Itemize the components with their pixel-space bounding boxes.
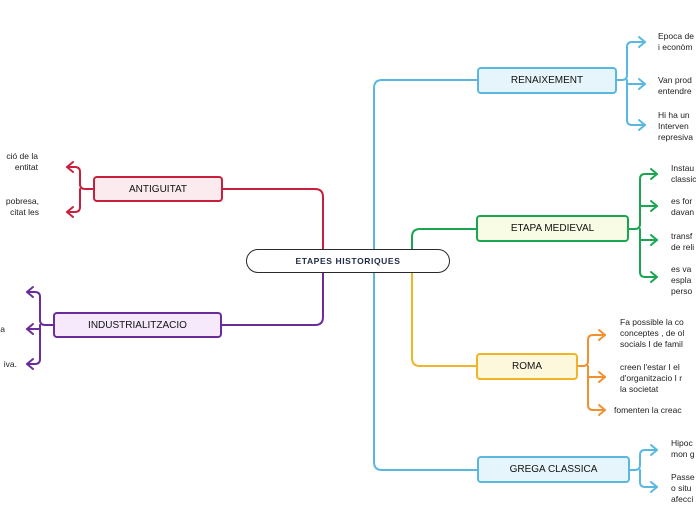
connector-grega <box>373 272 478 471</box>
connector-antiguitat <box>222 188 324 250</box>
subtopic-roma-3[interactable]: fomenten la creac <box>614 405 696 416</box>
leaf-text: Passe <box>671 472 695 482</box>
medieval-leaf-connectors <box>628 168 658 283</box>
leaf-text: d'organitzacio I r <box>620 373 683 383</box>
connector-roma <box>411 272 477 367</box>
subtopic-industrial-3[interactable]: iva. <box>0 359 17 370</box>
roma-leaf-connectors <box>577 329 606 416</box>
subtopic-roma-2[interactable]: creen l'estar I el d'organitzacio I r la… <box>620 362 696 395</box>
leaf-text: Fa possible la co <box>620 317 684 327</box>
leaf-text: socials I de famil <box>620 339 683 349</box>
leaf-text: transf <box>671 231 693 241</box>
leaf-text: Hipoc <box>671 438 693 448</box>
leaf-text: classic <box>671 174 696 184</box>
topic-renaixement[interactable]: RENAIXEMENT <box>477 67 617 94</box>
leaf-text: Epoca de <box>658 31 694 41</box>
leaf-text: conceptes , de ol <box>620 328 685 338</box>
topic-antiguitat[interactable]: ANTIGUITAT <box>93 176 223 202</box>
leaf-text: ció de la <box>6 151 38 161</box>
leaf-text: mon g <box>671 449 695 459</box>
connector-medieval <box>411 228 477 250</box>
leaf-text: citat les <box>10 207 39 217</box>
leaf-text: es for <box>671 196 693 206</box>
industrial-leaf-connectors <box>26 286 54 370</box>
subtopic-medieval-4[interactable]: es va espla perso <box>671 264 696 297</box>
renaixement-leaf-connectors <box>616 36 646 131</box>
leaf-text: iva. <box>3 359 17 369</box>
subtopic-grega-1[interactable]: Hipoc mon g <box>671 438 696 460</box>
subtopic-medieval-1[interactable]: Instau classic <box>671 163 696 185</box>
leaf-text: afecci <box>671 494 694 504</box>
root-node[interactable]: ETAPES HISTORIQUES <box>246 249 450 273</box>
leaf-text: Hi ha un <box>658 110 690 120</box>
grega-leaf-connectors <box>629 444 658 493</box>
topic-etapa-medieval[interactable]: ETAPA MEDIEVAL <box>476 215 629 242</box>
leaf-text: represiva <box>658 132 693 142</box>
leaf-text: entendre <box>658 86 692 96</box>
subtopic-grega-2[interactable]: Passe o situ afecci <box>671 472 696 505</box>
topic-roma[interactable]: ROMA <box>476 353 578 380</box>
leaf-text: i econòm <box>658 42 693 52</box>
leaf-text: de reli <box>671 242 695 252</box>
subtopic-antiguitat-1[interactable]: ció de la entitat <box>0 151 38 173</box>
leaf-text: la societat <box>620 384 659 394</box>
leaf-text: Van prod <box>658 75 692 85</box>
leaf-text: fomenten la creac <box>614 405 682 415</box>
subtopic-renaixement-2[interactable]: Van prod entendre <box>658 75 696 97</box>
leaf-text: a <box>0 324 5 334</box>
antiguitat-leaf-connectors <box>66 161 94 218</box>
subtopic-renaixement-1[interactable]: Epoca de i econòm <box>658 31 696 53</box>
subtopic-antiguitat-2[interactable]: pobresa, citat les <box>0 196 39 218</box>
connector-industrial <box>221 272 324 326</box>
subtopic-medieval-3[interactable]: transf de reli <box>671 231 696 253</box>
leaf-text: es va <box>671 264 692 274</box>
leaf-text: perso <box>671 286 693 296</box>
subtopic-industrial-2[interactable]: a <box>0 324 5 335</box>
leaf-text: creen l'estar I el <box>620 362 680 372</box>
leaf-text: espla <box>671 275 692 285</box>
leaf-text: davan <box>671 207 695 217</box>
leaf-text: Interven <box>658 121 689 131</box>
topic-grega-classica[interactable]: GREGA CLASSICA <box>477 456 630 483</box>
leaf-text: o situ <box>671 483 692 493</box>
leaf-text: pobresa, <box>5 196 39 206</box>
connector-renaixement <box>373 79 478 250</box>
topic-industrialitzacio[interactable]: INDUSTRIALITZACIO <box>53 312 222 338</box>
subtopic-medieval-2[interactable]: es for davan <box>671 196 696 218</box>
leaf-text: entitat <box>14 162 38 172</box>
leaf-text: Instau <box>671 163 695 173</box>
subtopic-renaixement-3[interactable]: Hi ha un Interven represiva <box>658 110 696 143</box>
subtopic-roma-1[interactable]: Fa possible la co conceptes , de ol soci… <box>620 317 696 350</box>
